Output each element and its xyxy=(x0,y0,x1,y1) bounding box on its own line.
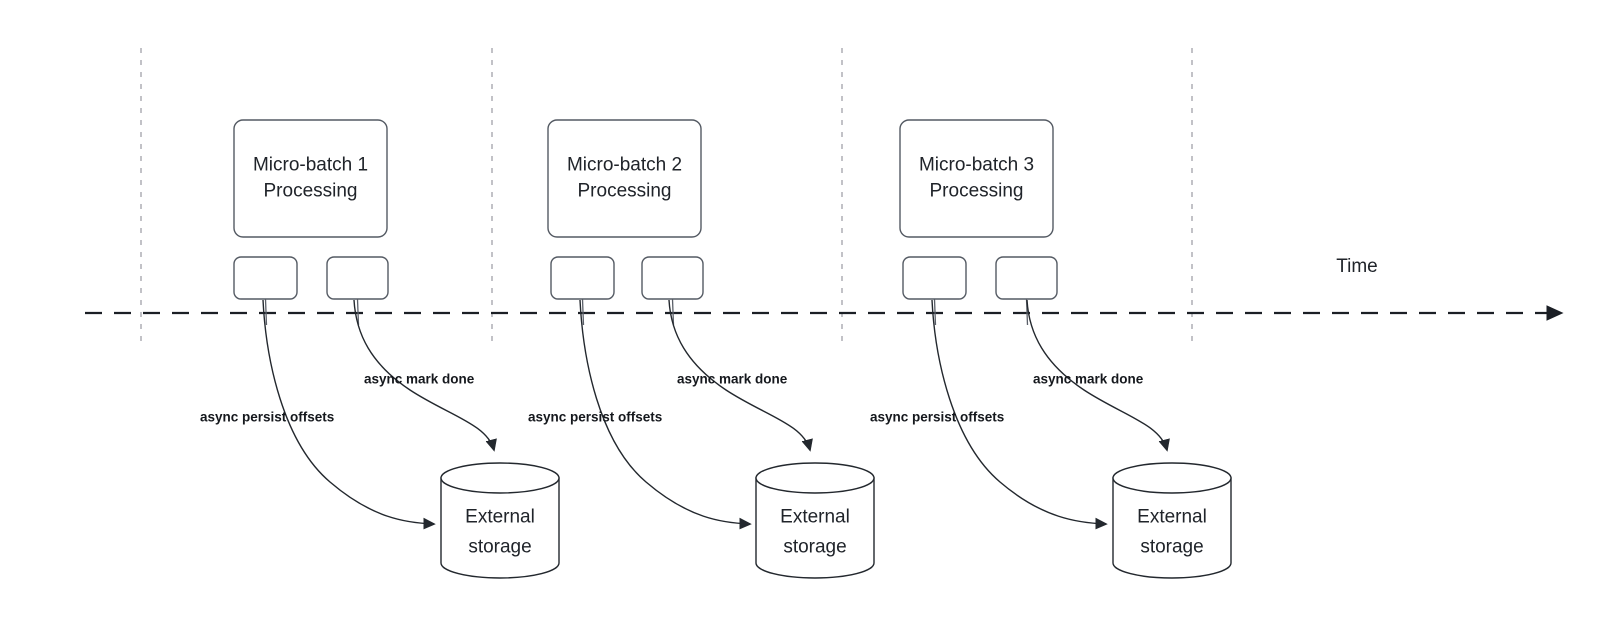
async-mark-done-edge-3 xyxy=(1026,299,1167,450)
async-mark-done-edge-2 xyxy=(668,299,810,450)
task-box-persist-3[interactable] xyxy=(902,256,967,300)
async-persist-offsets-label-3: async persist offsets xyxy=(870,410,1004,425)
async-mark-done-label-2: async mark done xyxy=(677,372,788,387)
external-storage-label-line1-2: External xyxy=(780,507,850,528)
async-persist-offsets-label-1: async persist offsets xyxy=(200,410,334,425)
external-storage-cylinder-body-2[interactable] xyxy=(755,477,875,579)
timeline-axis-group: Time xyxy=(85,256,1561,313)
micro-batch-label-line2-3: Processing xyxy=(930,181,1024,202)
micro-batch-label-line2-1: Processing xyxy=(264,181,358,202)
micro-batch-label-line1-2: Micro-batch 2 xyxy=(567,155,682,176)
task-box-mark-done-1[interactable] xyxy=(326,256,389,300)
micro-batch-label-line1-1: Micro-batch 1 xyxy=(253,155,368,176)
external-storage-label-line2-3: storage xyxy=(1140,537,1203,558)
group-edges-3 xyxy=(931,298,1167,524)
task-box-persist-2[interactable] xyxy=(550,256,615,300)
task-box-mark-done-3[interactable] xyxy=(995,256,1058,300)
external-storage-label-line1-1: External xyxy=(465,507,535,528)
task-stub-1-1 xyxy=(264,298,268,326)
task-box-persist-1[interactable] xyxy=(233,256,298,300)
external-storage-label-line2-1: storage xyxy=(468,537,531,558)
task-box-mark-done-2[interactable] xyxy=(641,256,704,300)
micro-batch-box-2[interactable] xyxy=(547,119,702,238)
task-stub-2-1 xyxy=(356,298,360,326)
time-axis-label: Time xyxy=(1336,256,1378,277)
group-edges-1 xyxy=(262,298,494,524)
external-storage-cylinder-top-2 xyxy=(755,462,875,494)
async-persist-offsets-edge-2 xyxy=(579,299,750,524)
async-persist-offsets-edge-1 xyxy=(262,299,434,524)
micro-batch-box-3[interactable] xyxy=(899,119,1054,238)
async-mark-done-label-3: async mark done xyxy=(1033,372,1144,387)
task-stub-2-2 xyxy=(671,298,675,326)
group-edges-2 xyxy=(579,298,810,524)
flow-edges-group xyxy=(262,298,1167,524)
lifeline-group xyxy=(140,48,1193,341)
external-storage-cylinder-body-3[interactable] xyxy=(1112,477,1232,579)
nodes-group: Micro-batch 1ProcessingExternalstorageMi… xyxy=(233,119,1232,579)
external-storage-label-line1-3: External xyxy=(1137,507,1207,528)
external-storage-cylinder-body-1[interactable] xyxy=(440,477,560,579)
async-mark-done-label-1: async mark done xyxy=(364,372,475,387)
task-stub-1-3 xyxy=(933,298,937,326)
async-mark-done-edge-1 xyxy=(353,299,494,450)
edge-labels-group: async persist offsets async mark done asyn… xyxy=(200,372,1144,425)
external-storage-cylinder-top-3 xyxy=(1112,462,1232,494)
micro-batch-label-line1-3: Micro-batch 3 xyxy=(919,155,1034,176)
micro-batch-label-line2-2: Processing xyxy=(578,181,672,202)
async-persist-offsets-label-2: async persist offsets xyxy=(528,410,662,425)
external-storage-cylinder-top-1 xyxy=(440,462,560,494)
micro-batch-box-1[interactable] xyxy=(233,119,388,238)
external-storage-label-line2-2: storage xyxy=(783,537,846,558)
task-stub-1-2 xyxy=(581,298,585,326)
async-persist-offsets-edge-3 xyxy=(931,299,1106,524)
